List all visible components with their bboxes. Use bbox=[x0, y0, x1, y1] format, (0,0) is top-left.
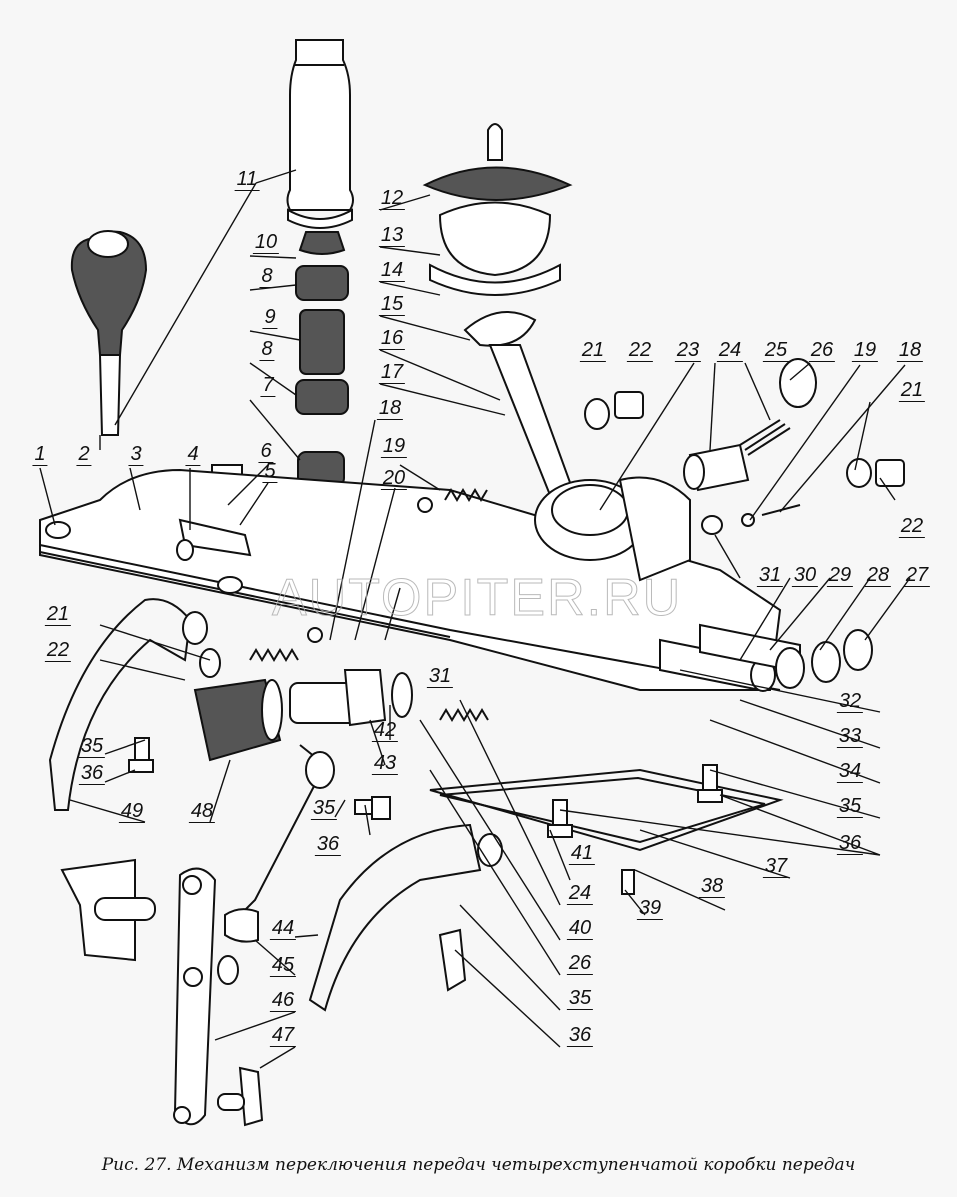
part-label: 48 bbox=[188, 800, 216, 823]
part-label: 46 bbox=[269, 989, 297, 1012]
part-label: 18 bbox=[896, 339, 924, 362]
part-label: 6 bbox=[258, 440, 274, 463]
part-label: 30 bbox=[791, 564, 819, 587]
part-label: 5 bbox=[262, 460, 278, 483]
part-cover-housing bbox=[39, 468, 782, 691]
part-label: 24 bbox=[716, 339, 744, 362]
part-label: 2 bbox=[76, 443, 92, 466]
part-label: 40 bbox=[566, 917, 594, 940]
part-label: 35 bbox=[566, 987, 594, 1010]
figure-caption: Рис. 27. Механизм переключения передач ч… bbox=[101, 1155, 856, 1175]
part-label: 44 bbox=[269, 917, 297, 940]
part-fork-44 bbox=[308, 823, 503, 1012]
part-label: 39 bbox=[636, 897, 664, 920]
part-rails-28-30 bbox=[659, 623, 873, 692]
part-label: 8 bbox=[259, 338, 275, 361]
part-label: 19 bbox=[851, 339, 879, 362]
part-label: 16 bbox=[378, 327, 406, 350]
part-label: 17 bbox=[378, 361, 406, 384]
part-label: 15 bbox=[378, 293, 406, 316]
part-label: 49 bbox=[118, 800, 146, 823]
part-label: 22 bbox=[626, 339, 654, 362]
part-label: 35 bbox=[78, 735, 106, 758]
part-fork-49 bbox=[48, 598, 221, 811]
part-label: 45 bbox=[269, 954, 297, 977]
part-label: 31 bbox=[426, 665, 454, 688]
part-label: 36 bbox=[314, 833, 342, 856]
part-label: 41 bbox=[568, 842, 596, 865]
part-label: 8 bbox=[259, 265, 275, 288]
part-label: 25 bbox=[762, 339, 790, 362]
part-label: 37 bbox=[762, 855, 790, 878]
part-label: 35 bbox=[310, 797, 338, 820]
part-label: 29 bbox=[826, 564, 854, 587]
part-label: 3 bbox=[128, 443, 144, 466]
part-label: 13 bbox=[378, 224, 406, 247]
part-bolts-36 bbox=[128, 737, 723, 895]
part-label: 20 bbox=[380, 467, 408, 490]
part-label: 28 bbox=[864, 564, 892, 587]
part-knob-2 bbox=[70, 230, 148, 436]
part-label: 1 bbox=[32, 443, 48, 466]
part-label: 38 bbox=[698, 875, 726, 898]
part-label: 21 bbox=[579, 339, 607, 362]
part-label: 22 bbox=[898, 515, 926, 538]
part-label: 21 bbox=[44, 603, 72, 626]
part-springs bbox=[249, 488, 489, 722]
part-pin-47 bbox=[217, 1066, 264, 1127]
part-label: 33 bbox=[836, 725, 864, 748]
part-label: 23 bbox=[674, 339, 702, 362]
part-label: 24 bbox=[566, 882, 594, 905]
part-label: 19 bbox=[380, 435, 408, 458]
part-label: 36 bbox=[836, 832, 864, 855]
part-label: 12 bbox=[378, 187, 406, 210]
part-label: 36 bbox=[566, 1024, 594, 1047]
part-lever-45 bbox=[224, 744, 335, 943]
watermark: AUTOPITER.RU bbox=[271, 569, 683, 628]
part-label: 35 bbox=[836, 795, 864, 818]
part-boot-11 bbox=[286, 39, 354, 229]
part-label: 36 bbox=[78, 762, 106, 785]
part-label: 10 bbox=[252, 231, 280, 254]
part-lever-assembly bbox=[422, 123, 691, 582]
part-label: 27 bbox=[903, 564, 931, 587]
part-label: 14 bbox=[378, 259, 406, 282]
part-arm-46 bbox=[173, 867, 239, 1126]
part-label: 32 bbox=[836, 690, 864, 713]
part-label: 11 bbox=[234, 168, 260, 191]
part-label: 22 bbox=[44, 639, 72, 662]
part-label: 43 bbox=[371, 752, 399, 775]
part-label: 18 bbox=[376, 397, 404, 420]
part-label: 26 bbox=[566, 952, 594, 975]
part-block-pin bbox=[60, 858, 156, 962]
part-label: 34 bbox=[836, 760, 864, 783]
part-label: 4 bbox=[185, 443, 201, 466]
part-label: 9 bbox=[262, 306, 278, 329]
part-stack-7-10 bbox=[295, 231, 349, 487]
part-label: 42 bbox=[371, 719, 399, 742]
part-label: 21 bbox=[898, 379, 926, 402]
part-label: 7 bbox=[260, 374, 276, 397]
part-label: 47 bbox=[269, 1024, 297, 1047]
part-label: 26 bbox=[808, 339, 836, 362]
leader-lines bbox=[39, 169, 911, 1069]
part-cylinder-48 bbox=[193, 669, 413, 762]
part-label: 31 bbox=[756, 564, 784, 587]
